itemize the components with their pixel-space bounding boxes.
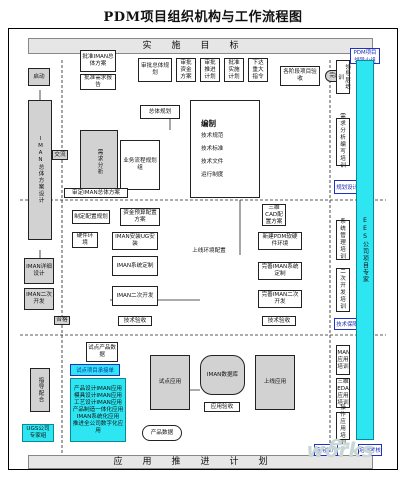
iman-detail-design: IMAN详细设计	[24, 258, 54, 284]
approve-overall-box: 审批总体规划	[138, 58, 172, 82]
tech-std: 技术标准	[201, 145, 224, 152]
iman-custom-box: IMAN系统定制	[112, 256, 158, 276]
trial-unit-label: 试点项目承接单	[70, 364, 120, 376]
business-process-box: 业务流程规划组	[120, 140, 160, 190]
watermark-logo: e-works	[306, 431, 374, 462]
ugs-expert-box: UGS公司专家组	[22, 424, 54, 442]
cfg-box: 三维CAD配置方案	[262, 204, 286, 226]
leader-train-box: 领导层培训	[336, 60, 350, 94]
ops-rules: 运行制度	[201, 171, 224, 178]
cyan-line-3: 工艺设计IMAN应用	[73, 399, 123, 406]
tech-spec: 技术规范	[201, 132, 224, 139]
iman-train-box: IMAN应用培训	[336, 345, 350, 375]
promote-label: 应用推广	[314, 444, 338, 456]
req-analysis-box: 需求分析	[80, 130, 118, 195]
cyan-line-4: 产品制造一体化应用	[72, 406, 124, 413]
iman-second-dev: IMAN二次开发	[24, 288, 54, 310]
diagram-frame	[8, 28, 398, 470]
train-group-label: 培训考核	[358, 444, 382, 456]
iman-dev-box: IMAN二次开发	[112, 286, 158, 306]
guide-box: 指导配合	[30, 368, 50, 412]
eda-train-box: 三维EDA应用培训	[336, 378, 350, 408]
approve-plan-box: 审批推进计划	[200, 58, 220, 82]
iman-db-box: IMAN数据库	[200, 355, 245, 395]
cyan-line-2: 模具设计IMAN应用	[73, 392, 123, 399]
iman-install-box: IMAN安装UG安装	[112, 232, 158, 250]
issue-orders-box: 下达重大指令	[248, 58, 268, 82]
sys-mgmt-box: 系统管理培训	[336, 219, 350, 260]
review-iman-box: 审定IMAN总体方案	[64, 188, 128, 198]
online-env-label: 上线环境配置	[192, 248, 226, 254]
approve-req-box: 批准需求报告	[80, 74, 116, 90]
dev-train-box: 二次开发培训	[336, 268, 350, 312]
acceptance-box: 各阶段项目验收	[280, 66, 320, 86]
app-verify-box: 应用验收	[204, 402, 240, 412]
online-app-box: 上线应用	[255, 355, 295, 410]
iman-overall-design: IMAN总体方案设计	[28, 100, 52, 240]
approve-funds-box: 审批资金方案	[176, 58, 196, 82]
page-title: PDM项目组织机构与工作流程图	[103, 10, 303, 25]
start-box: 启动	[28, 68, 50, 86]
tech-doc: 技术文件	[201, 158, 224, 165]
funds-plan-box: 资金预算配置方案	[120, 208, 160, 226]
bottom-band: 应用推进计划	[28, 455, 373, 469]
hw-env-box: 硬件环境	[72, 232, 98, 248]
improve-sys-box: 完善IMAN系统定制	[258, 262, 302, 280]
cyan-line-1: 产品设计IMAN应用	[73, 385, 123, 392]
approve-iman-box: 批准IMAN总体方案	[80, 50, 116, 72]
req-train-box: 需求分析编写培训	[336, 114, 350, 169]
improve-dev-box: 完善IMAN二次开发	[258, 290, 302, 308]
cyan-line-5: IMAN系统化应用	[76, 413, 120, 420]
overall-plan-box: 总体规划	[140, 105, 180, 119]
product-data-box: 产品数据	[142, 425, 182, 441]
cyan-list-box: 产品设计IMAN应用 模具设计IMAN应用 工艺设计IMAN应用 产品制造一体化…	[70, 378, 126, 442]
compile-title: 编制	[201, 118, 216, 128]
config-plan-box: 制定配置规划	[72, 210, 110, 224]
pass-tag: 合格	[54, 316, 70, 325]
exchange-tag: 交流	[52, 150, 68, 160]
tech-verify2-box: 技术验收	[262, 316, 296, 326]
cyan-foot: 推进全公司数字化应用	[72, 420, 124, 434]
new-pdm-box: 新建PDM软硬件环境	[258, 232, 302, 250]
trial-data-box: 试点产品数据	[86, 342, 118, 362]
trial-app-box: 试点应用	[150, 355, 190, 410]
approve-impl-box: 批准实施计划	[224, 58, 244, 82]
tech-verify-box: 技术验收	[118, 316, 152, 326]
company-expert-column: EES公司项目专家	[356, 60, 374, 440]
compile-box: 编制 技术规范 技术标准 技术文件 运行制度	[190, 100, 260, 198]
